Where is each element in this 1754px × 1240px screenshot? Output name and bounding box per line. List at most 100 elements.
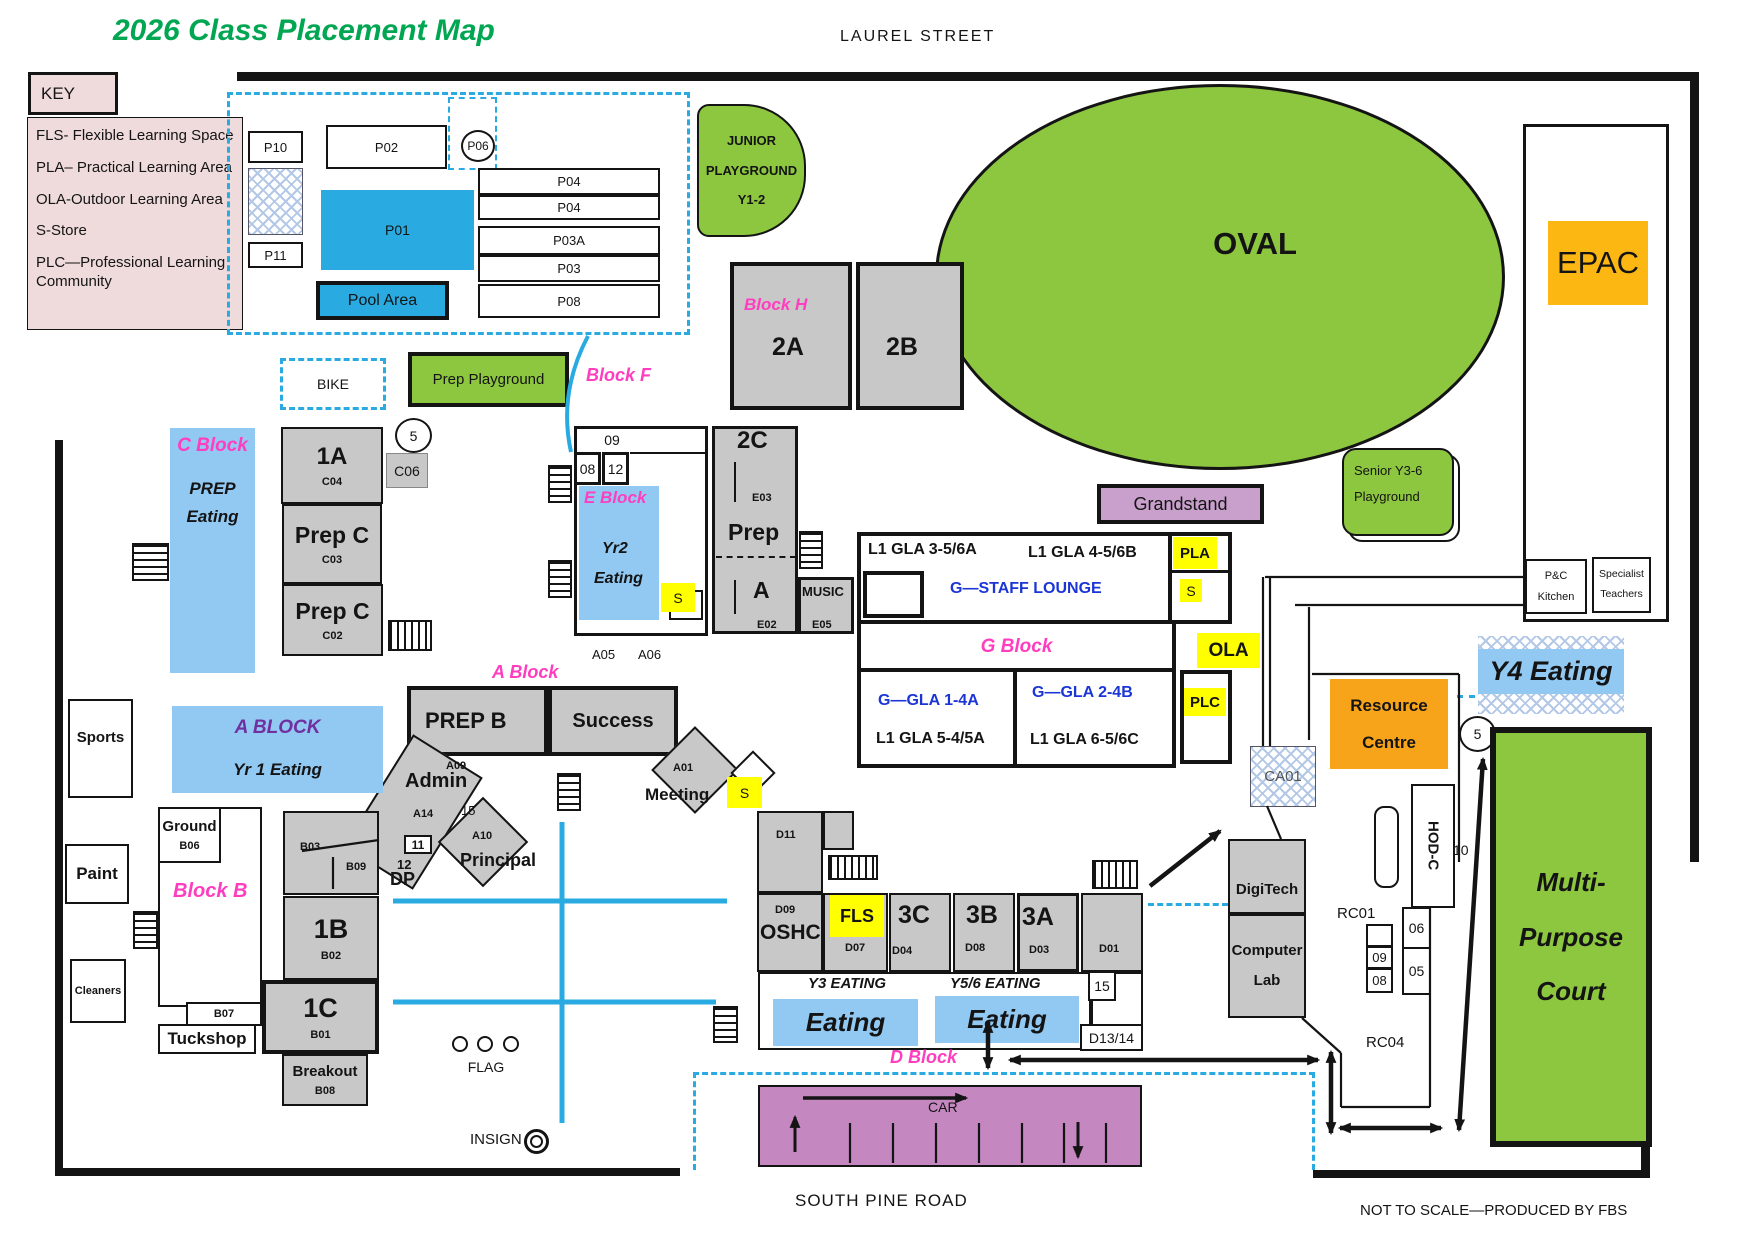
route-arrows: [789, 756, 1488, 1160]
sports-label: Sports: [76, 729, 125, 746]
key-legend-box: FLS- Flexible Learning Space PLA– Practi…: [27, 117, 243, 330]
flag-label: FLAG: [467, 1059, 505, 1075]
block-b-label: Block B: [173, 880, 248, 902]
dashed-path-digitech: [1148, 903, 1228, 906]
room-p01: P01: [321, 190, 474, 270]
room-3c-label: 3C: [898, 901, 930, 929]
room-a06-label: A06: [638, 647, 662, 662]
room-c02-label: C02: [322, 630, 343, 642]
computer-lab-box: Computer Lab: [1228, 914, 1306, 1018]
grandstand: Grandstand: [1097, 484, 1264, 524]
key-item: S-Store: [36, 222, 87, 240]
digitech-label: DigiTech: [1235, 881, 1299, 898]
car-park-label: CAR: [928, 1099, 958, 1115]
room-c03-label: C03: [321, 554, 343, 566]
pla-column-divider: [1170, 570, 1230, 573]
south-boundary-line-right: [1313, 1170, 1650, 1178]
l1-gla-456b-label: L1 GLA 4-5/6B: [1028, 544, 1137, 561]
room-e02-label: E02: [757, 619, 777, 631]
thin-connector-lines: [301, 575, 1523, 1163]
insignia-icon: [524, 1129, 549, 1154]
prep-a-prep-label: Prep: [728, 519, 780, 545]
flag-pole-icon: [503, 1036, 519, 1052]
c-block-eating-area: [170, 428, 255, 673]
insignia-icon-inner: [530, 1135, 543, 1148]
key-item: FLS- Flexible Learning Space: [36, 127, 234, 144]
room-3c-box: [889, 893, 951, 972]
a-block-label: A Block: [492, 662, 559, 682]
ola-area: OLA: [1197, 633, 1260, 668]
l1-gla-356a-label: L1 GLA 3-5/6A: [868, 541, 977, 558]
digitech-box: DigiTech: [1228, 839, 1306, 914]
room-c06: C06: [386, 453, 428, 488]
fls-room: FLS: [830, 895, 884, 937]
e-block-divider: [630, 452, 706, 454]
room-d03-label: D03: [1029, 944, 1050, 956]
e-block-eating-area: [579, 486, 659, 620]
a-block-eating-title: A BLOCK: [234, 717, 321, 738]
bike-area: BIKE: [280, 358, 386, 410]
ca01-area: CA01: [1250, 746, 1316, 807]
y3-eating-area: Eating: [773, 999, 918, 1046]
prep-c-bottom-label: Prep C: [295, 598, 370, 624]
admin-label: Admin: [405, 770, 468, 792]
room-a10-label: A10: [472, 830, 493, 842]
room-3b-label: 3B: [966, 901, 998, 929]
room-b02-label: B02: [320, 950, 342, 962]
block-h-label: Block H: [744, 295, 808, 314]
room-a09-label: A09: [446, 760, 467, 772]
g-block-divider-1: [859, 620, 1174, 624]
epac-building: [1523, 124, 1669, 622]
cleaners-shed: Cleaners: [70, 959, 126, 1023]
rc01-label: RC01: [1337, 905, 1376, 922]
room-09: 09: [604, 432, 620, 448]
e-block-label: E Block: [584, 488, 647, 507]
key-item: PLC—Professional Learning Community: [36, 254, 226, 290]
room-d09-label: D09: [775, 904, 796, 916]
music-room-box: [798, 577, 854, 634]
epac-hall: EPAC: [1548, 221, 1648, 305]
prep-b-label: PREP B: [425, 708, 507, 733]
prep-a-dashed-divider: [716, 556, 796, 558]
l1-gla-656c-label: L1 GLA 6-5/6C: [1030, 731, 1139, 748]
room-c04-label: C04: [321, 476, 343, 488]
a-block-eating-area: [172, 706, 383, 793]
prep-b-box: PREP B: [407, 686, 548, 756]
footer-note: NOT TO SCALE—PRODUCED BY FBS: [1360, 1202, 1628, 1219]
y3-eating-label: Y3 EATING: [808, 975, 887, 992]
room-a14-label: A14: [413, 808, 434, 820]
tuckshop-box: Tuckshop: [158, 1024, 256, 1054]
cleaners-label: Cleaners: [74, 985, 122, 997]
stairs-icon: [133, 911, 158, 949]
room-1b-box: 1B B02: [283, 896, 379, 980]
d-block-label: D Block: [890, 1047, 958, 1067]
room-p03: P03: [478, 255, 660, 282]
a-block-eating-sub: Yr 1 Eating: [233, 760, 322, 779]
c-block-eating-label: Eating: [186, 507, 239, 526]
room-1a-box: 1A C04: [281, 427, 383, 504]
station-5-circle-west: 5: [395, 418, 432, 453]
arrow-court-corridor: [1454, 756, 1488, 1133]
g-gla-24b-label: G—GLA 2-4B: [1032, 684, 1133, 701]
tuckshop-label: Tuckshop: [167, 1029, 247, 1048]
stairs-icon: [828, 855, 878, 880]
room-d01-label: D01: [1099, 943, 1120, 955]
flag-pole-icon: [452, 1036, 468, 1052]
east-boundary-line-upper: [1690, 72, 1699, 862]
e-block-yr2-label: Yr2: [602, 540, 628, 557]
walkway-blue-lines: [393, 335, 727, 1123]
room-b01-label: B01: [310, 1029, 331, 1041]
room-p06: P06: [461, 130, 495, 162]
room-d13-14-box: D13/14: [1080, 1024, 1143, 1051]
car-park-bay-lines: [848, 1123, 1108, 1163]
room-p11: P11: [248, 242, 303, 268]
room-1c-box: 1C B01: [262, 980, 379, 1054]
south-pine-road-label: SOUTH PINE ROAD: [795, 1191, 968, 1210]
room-08-box: 08: [1366, 968, 1393, 993]
room-p08: P08: [478, 284, 660, 318]
insignia-label: INSIGN: [470, 1131, 522, 1148]
room-3a-label: 3A: [1022, 903, 1054, 931]
room-2a-label: 2A: [772, 333, 804, 361]
senior-playground-label: Senior Y3-6 Playground: [1354, 463, 1423, 504]
oshc-box: [757, 893, 823, 972]
